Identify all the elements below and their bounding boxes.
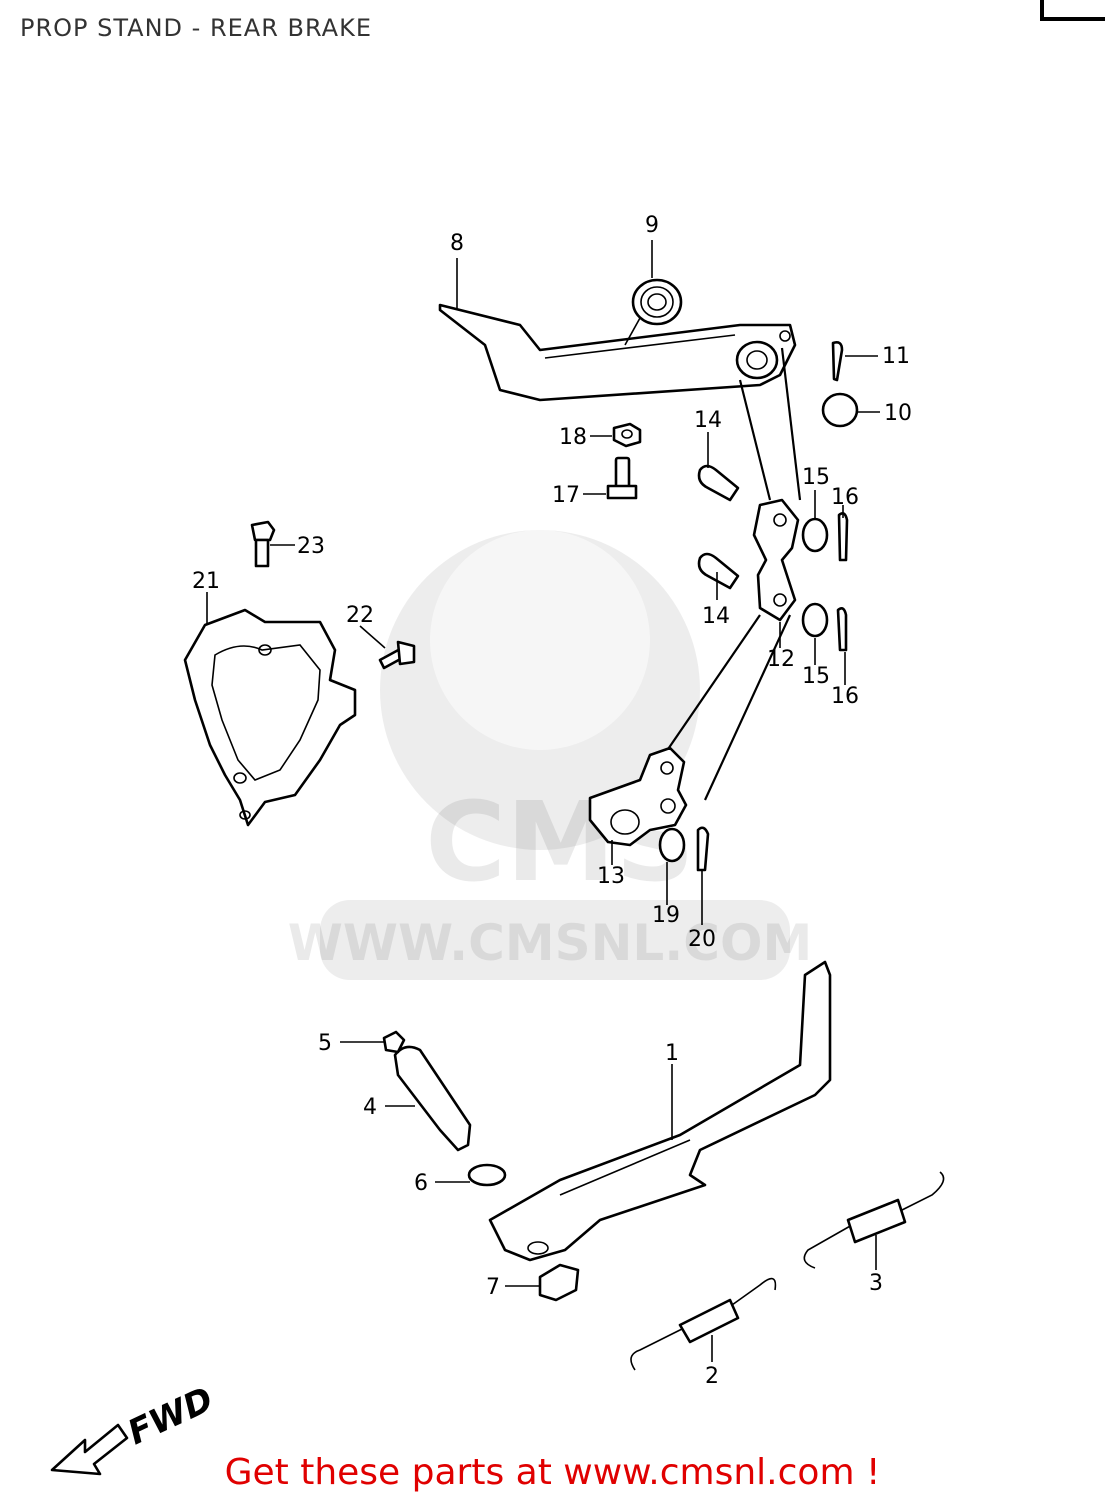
callout-18: 18	[559, 425, 587, 450]
diagram-title: PROP STAND - REAR BRAKE	[20, 14, 372, 42]
part-18-nut	[612, 422, 642, 448]
callout-16-upper: 16	[831, 485, 859, 510]
callout-3: 3	[869, 1271, 883, 1296]
callout-17: 17	[552, 483, 580, 508]
part-1-prop-stand	[488, 960, 832, 1262]
part-10-cap	[821, 392, 859, 428]
part-11-cotter-pin	[831, 341, 844, 382]
callout-4: 4	[363, 1095, 377, 1120]
part-14-pin-lower	[697, 552, 740, 590]
callout-7: 7	[486, 1275, 500, 1300]
callout-22: 22	[346, 603, 374, 628]
part-22-bolt	[378, 640, 416, 670]
callout-1: 1	[665, 1041, 679, 1066]
callout-2: 2	[705, 1364, 719, 1389]
part-16-cotter-pin-upper	[837, 512, 849, 562]
part-5-nut	[382, 1030, 406, 1054]
part-8-brake-pedal	[438, 303, 797, 402]
part-13-brake-lever	[588, 746, 688, 847]
part-21-guard	[183, 608, 357, 827]
leader-lines	[206, 240, 880, 1362]
callout-6: 6	[414, 1171, 428, 1196]
callout-10: 10	[884, 401, 912, 426]
callout-14-upper: 14	[694, 408, 722, 433]
part-12-brake-rod	[639, 347, 802, 801]
part-6-washer	[467, 1163, 507, 1187]
callout-15-upper: 15	[802, 465, 830, 490]
footer-link-text[interactable]: Get these parts at www.cmsnl.com !	[224, 1452, 881, 1493]
part-14-pin-upper	[697, 464, 740, 502]
callout-11: 11	[882, 344, 910, 369]
callout-8: 8	[450, 231, 464, 256]
callout-13: 13	[597, 864, 625, 889]
callout-12: 12	[767, 647, 795, 672]
callout-14-lower: 14	[702, 604, 730, 629]
cms-watermark: CMS WWW.CMSNL.COM	[288, 530, 813, 980]
part-2-spring	[630, 1277, 777, 1371]
part-4-stand-bolt	[393, 1045, 472, 1152]
header-box-fragment	[1040, 0, 1105, 21]
part-16-cotter-pin-lower	[836, 607, 848, 652]
part-23-bolt	[250, 520, 276, 568]
part-3-spring	[803, 1171, 945, 1269]
callout-23: 23	[297, 534, 325, 559]
part-20-cotter-pin	[696, 826, 710, 872]
part-19-washer	[658, 827, 686, 863]
callout-9: 9	[645, 213, 659, 238]
callout-labels: 1 2 3 4 5 6 7 8 9 10 11 12 13 14 14 15 1…	[192, 213, 912, 1389]
callout-5: 5	[318, 1031, 332, 1056]
callout-20: 20	[688, 927, 716, 952]
fwd-label: FWD	[122, 1379, 220, 1453]
part-15-washer-lower	[801, 602, 829, 638]
callout-15-lower: 15	[802, 664, 830, 689]
part-17-bolt	[606, 456, 638, 500]
callout-21: 21	[192, 569, 220, 594]
callout-16-lower: 16	[831, 684, 859, 709]
part-9-pedal-spring	[624, 278, 683, 346]
page-header-fragment: F-10.03	[60, 0, 230, 10]
part-15-washer-upper	[801, 517, 829, 553]
svg-text:WWW.CMSNL.COM: WWW.CMSNL.COM	[288, 914, 813, 972]
part-7-nut	[538, 1263, 580, 1302]
callout-19: 19	[652, 903, 680, 928]
